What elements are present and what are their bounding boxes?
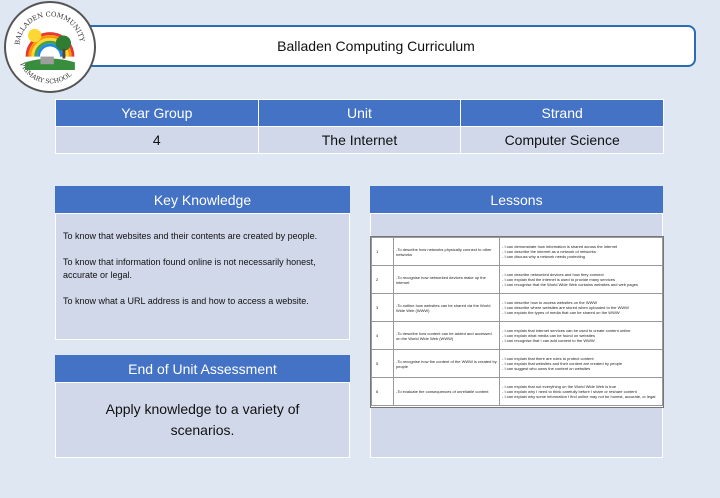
assessment-body: Apply knowledge to a variety of scenario… <box>55 382 350 458</box>
lesson-outcomes: - I can demonstrate how information is s… <box>499 237 663 266</box>
lesson-outcomes: - I can explain that not everything on t… <box>499 377 663 406</box>
year-group-value: 4 <box>55 126 259 154</box>
lesson-outcome: - I can demonstrate how information is s… <box>502 244 618 249</box>
lesson-outcome: - I can explain that websites and their … <box>502 361 623 366</box>
lesson-number: 1 <box>371 237 394 266</box>
lesson-outcomes: - I can describe how to access websites … <box>499 293 663 322</box>
assessment-heading: End of Unit Assessment <box>55 355 350 382</box>
lesson-row: 1-To describe how networks physically co… <box>371 237 663 266</box>
key-knowledge-item: To know what a URL address is and how to… <box>63 296 309 306</box>
info-table: Year Group Unit Strand 4 The Internet Co… <box>55 99 664 154</box>
lessons-table: 1-To describe how networks physically co… <box>371 237 663 406</box>
school-logo: BALLADEN COMMUNITY PRIMARY SCHOOL <box>4 1 96 93</box>
lesson-row: 4-To describe how content can be added a… <box>371 321 663 350</box>
lesson-row: 3-To outline how websites can be shared … <box>371 293 663 322</box>
lesson-row: 6-To evaluate the consequences of unreli… <box>371 377 663 406</box>
lesson-number: 5 <box>371 349 394 378</box>
lesson-objective: -To outline how websites can be shared v… <box>393 293 500 322</box>
lesson-number: 2 <box>371 265 394 294</box>
lesson-number: 4 <box>371 321 394 350</box>
lesson-outcome: - I can describe networked devices and h… <box>502 272 604 277</box>
lesson-outcome: - I can explain why I need to think care… <box>502 389 637 394</box>
header-unit: Unit <box>257 99 462 127</box>
unit-value: The Internet <box>257 126 462 154</box>
lesson-outcome: - I can explain that not everything on t… <box>502 384 617 389</box>
lesson-objective: -To evaluate the consequences of unrelia… <box>393 377 500 406</box>
lessons-heading: Lessons <box>370 186 663 213</box>
lesson-outcome: - I can explain why some information I f… <box>502 394 656 399</box>
lesson-outcome: - I can explain that the internet is use… <box>502 277 615 282</box>
lessons-table-image: 1-To describe how networks physically co… <box>370 236 664 408</box>
lesson-outcomes: - I can explain that there are rules to … <box>499 349 663 378</box>
strand-value: Computer Science <box>460 126 664 154</box>
lesson-outcome: - I can describe the internet as a netwo… <box>502 249 596 254</box>
lesson-outcome: - I can explain what media can be found … <box>502 333 595 338</box>
lesson-outcomes: - I can describe networked devices and h… <box>499 265 663 294</box>
lesson-outcome: - I can explain the types of media that … <box>502 310 620 315</box>
lesson-objective: -To recognise how networked devices make… <box>393 265 500 294</box>
header-strand: Strand <box>460 99 664 127</box>
lesson-outcomes: - I can explain that internet services c… <box>499 321 663 350</box>
lesson-outcome: - I can describe where websites are stor… <box>502 305 629 310</box>
lesson-number: 3 <box>371 293 394 322</box>
lesson-outcome: - I can describe how to access websites … <box>502 300 598 305</box>
key-knowledge-body: To know that websites and their contents… <box>55 213 350 340</box>
lesson-row: 2-To recognise how networked devices mak… <box>371 265 663 294</box>
lesson-number: 6 <box>371 377 394 406</box>
header-year-group: Year Group <box>55 99 259 127</box>
lesson-objective: -To describe how networks physically con… <box>393 237 500 266</box>
lesson-outcome: - I can recognise that I can add content… <box>502 338 595 343</box>
header-bar: Balladen Computing Curriculum <box>36 25 696 67</box>
key-knowledge-item: To know that websites and their contents… <box>63 231 318 241</box>
lesson-outcome: - I can suggest who owns the content on … <box>502 366 591 371</box>
lesson-row: 5-To recognise how the content of the WW… <box>371 349 663 378</box>
key-knowledge-item: To know that information found online is… <box>63 257 316 280</box>
lesson-objective: -To recognise how the content of the WWW… <box>393 349 500 378</box>
key-knowledge-heading: Key Knowledge <box>55 186 350 213</box>
lesson-outcome: - I can explain that there are rules to … <box>502 356 594 361</box>
lesson-objective: -To describe how content can be added an… <box>393 321 500 350</box>
lesson-outcome: - I can recognise that the World Wide We… <box>502 282 638 287</box>
lesson-outcome: - I can explain that internet services c… <box>502 328 631 333</box>
lesson-outcome: - I can discuss why a network needs prot… <box>502 254 585 259</box>
page-title: Balladen Computing Curriculum <box>277 38 475 54</box>
assessment-text: Apply knowledge to a variety of scenario… <box>105 401 300 438</box>
